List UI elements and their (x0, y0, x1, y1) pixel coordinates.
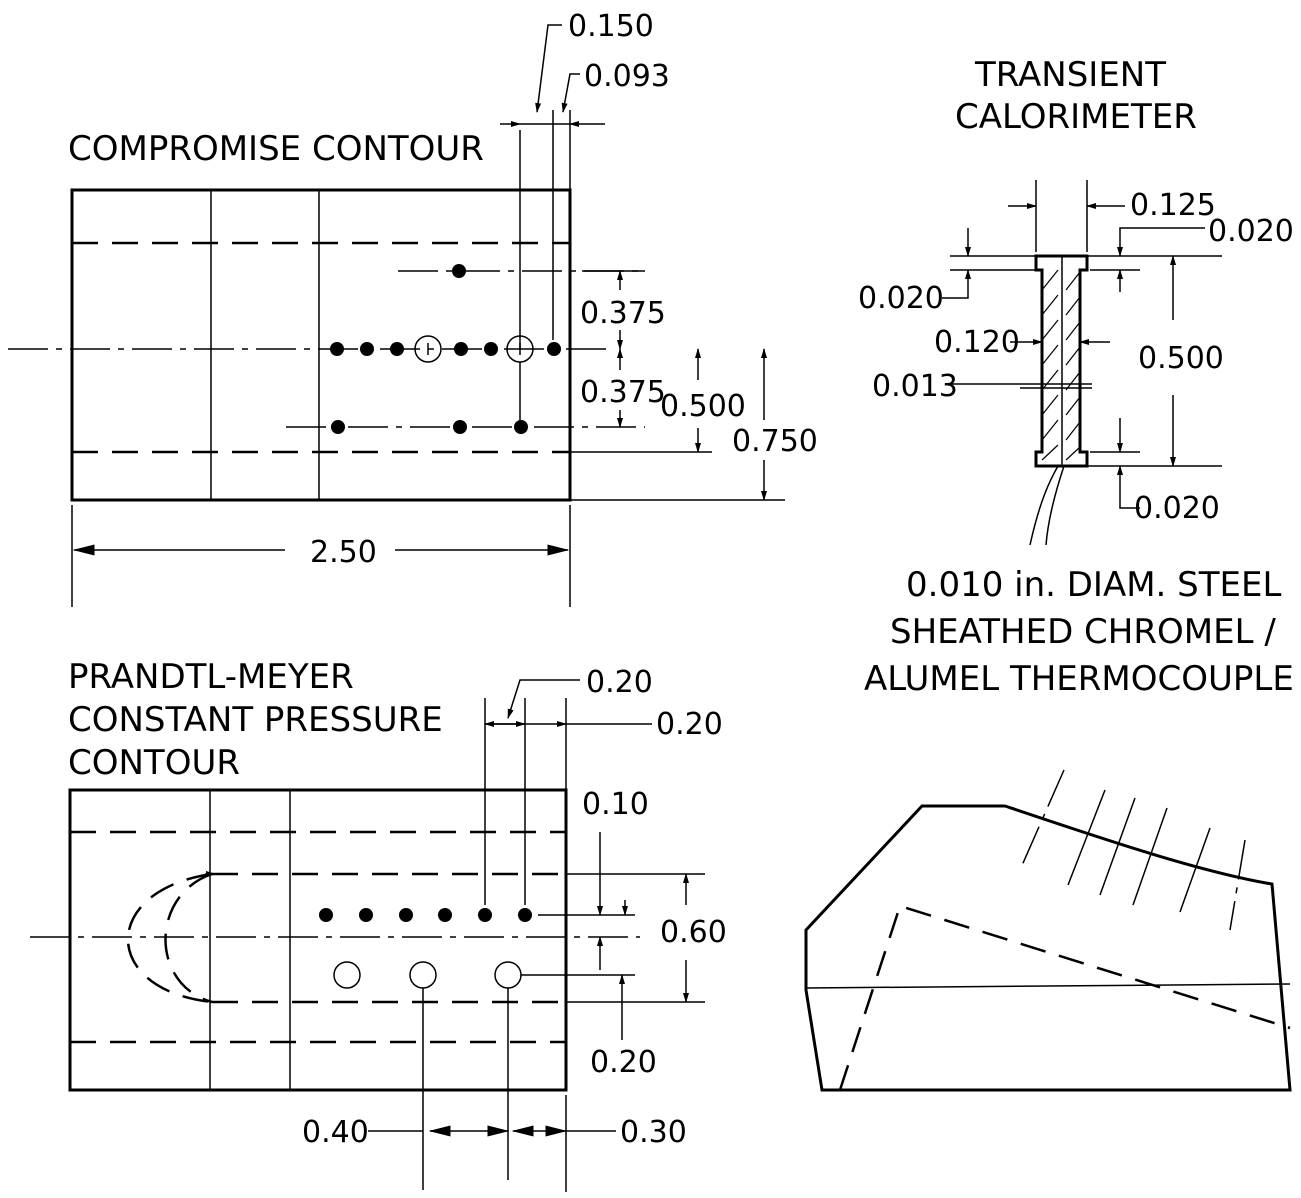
calorimeter-title-line1: TRANSIENT (974, 55, 1166, 95)
pressure-tap-open (414, 335, 442, 363)
dim-0125: 0.125 (1130, 188, 1216, 223)
thermocouple-point (330, 342, 344, 356)
prandtl-hidden-arc-outer (126, 872, 213, 1004)
prandtl-hidden-arc-inner (164, 872, 213, 1004)
thermocouple-point (484, 342, 498, 356)
pressure-tap-open (333, 961, 361, 989)
thermocouple-point (514, 420, 528, 434)
prandtl-title-line3: CONTOUR (68, 743, 240, 783)
dim-0020-bottom: 0.020 (1134, 491, 1220, 526)
thermocouple-point (360, 342, 374, 356)
thermocouple-point (547, 342, 561, 356)
thermocouple-point (319, 908, 333, 922)
leader-0093 (561, 73, 580, 113)
dim-0020-left: 0.020 (858, 281, 944, 316)
dim-010: 0.10 (582, 787, 649, 822)
dim-0013: 0.013 (872, 369, 958, 404)
dim-020-right: 0.20 (656, 707, 723, 742)
leader-0020-bottom (1117, 465, 1140, 509)
leader-020-top (507, 679, 580, 719)
dim-020-bottom: 0.20 (590, 1045, 657, 1080)
dim-0500: 0.500 (660, 389, 746, 424)
prandtl-title-line1: PRANDTL-MEYER (68, 657, 354, 697)
compromise-title: COMPROMISE CONTOUR (68, 129, 484, 169)
thermocouple-note-line1: 0.010 in. DIAM. STEEL (906, 565, 1281, 605)
dim-060: 0.60 (660, 915, 727, 950)
dim-0020-top-right: 0.020 (1208, 214, 1294, 249)
thermocouple-point (453, 420, 467, 434)
thermocouple-point (390, 342, 404, 356)
thermocouple-note-line3: ALUMEL THERMOCOUPLE (864, 659, 1294, 699)
dim-0375-lower: 0.375 (580, 375, 666, 410)
compromise-plate-outline (70, 188, 572, 502)
thermocouple-point (518, 908, 532, 922)
thermocouple-point (478, 908, 492, 922)
calorimeter-hatching (1041, 269, 1081, 461)
dim-0093: 0.093 (584, 59, 670, 94)
prandtl-meyer-contour-view: PRANDTL-MEYER CONSTANT PRESSURE CONTOUR (30, 657, 727, 1192)
thermocouple-point (359, 908, 373, 922)
dim-250: 2.50 (310, 535, 377, 570)
dim-0150: 0.150 (568, 9, 654, 44)
thermocouple-point (454, 342, 468, 356)
dim-0500-calorimeter: 0.500 (1138, 341, 1224, 376)
model-instrument-lines (1019, 769, 1246, 931)
thermocouple-wire (1029, 465, 1059, 546)
thermocouple-point (331, 420, 345, 434)
dim-0120: 0.120 (934, 325, 1020, 360)
compromise-contour-view: COMPROMISE CONTOUR 0. (8, 9, 818, 607)
model-outline (804, 804, 1292, 1092)
thermocouple-point (452, 264, 466, 278)
prandtl-title-line2: CONSTANT PRESSURE (68, 700, 443, 740)
dim-020-top: 0.20 (586, 665, 653, 700)
isometric-model-view (804, 769, 1292, 1092)
model-edge (805, 983, 1291, 989)
calorimeter-title-line2: CALORIMETER (955, 97, 1197, 137)
leader-0150 (535, 24, 562, 113)
transient-calorimeter-view: TRANSIENT CALORIMETER (858, 55, 1294, 699)
thermocouple-point (438, 908, 452, 922)
dim-0375-upper: 0.375 (580, 296, 666, 331)
dim-030: 0.30 (620, 1115, 687, 1150)
dim-0750: 0.750 (732, 424, 818, 459)
leader-0020-left (942, 269, 971, 299)
leader-0020-top-right (1117, 227, 1205, 257)
pressure-tap-open (409, 961, 437, 989)
dim-040: 0.40 (302, 1115, 369, 1150)
thermocouple-point (399, 908, 413, 922)
thermocouple-note-line2: SHEATHED CHROMEL / (890, 612, 1276, 652)
thermocouple-wire (1045, 465, 1065, 546)
prandtl-plate-outline (68, 788, 568, 1092)
model-hidden-edge (838, 904, 1291, 1091)
pressure-tap-open (494, 961, 522, 989)
